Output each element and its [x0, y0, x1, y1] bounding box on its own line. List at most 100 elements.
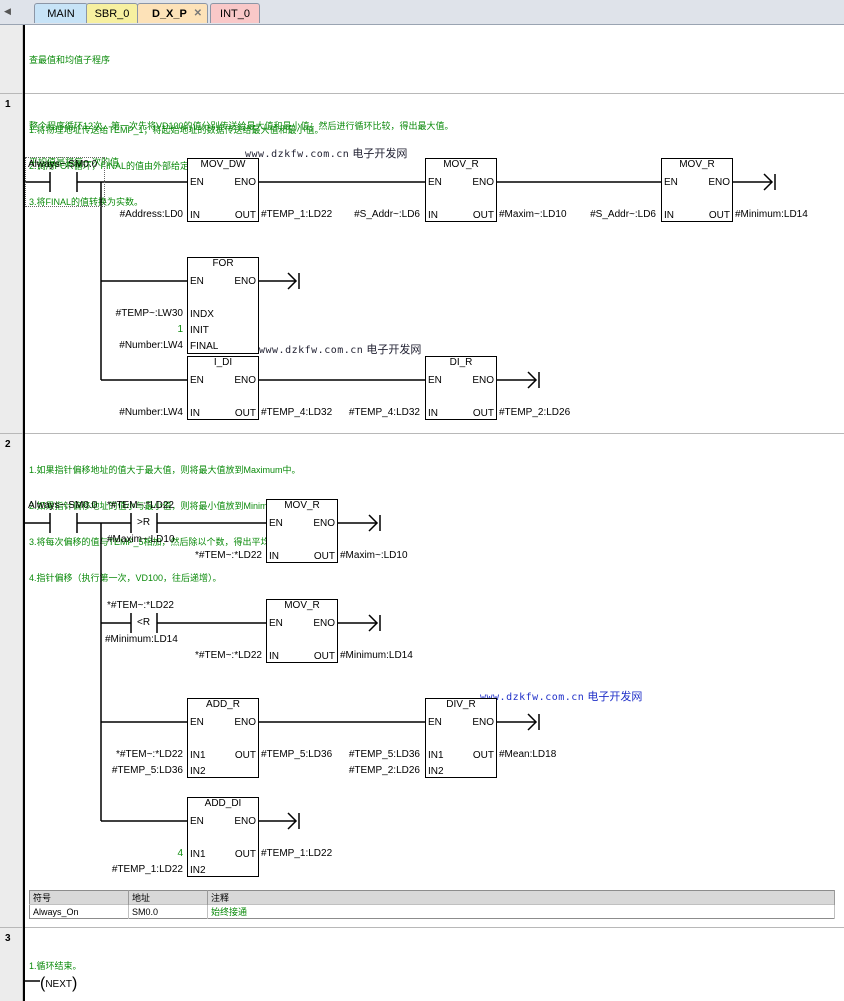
operand-in[interactable]: #S_Addr~:LD6	[354, 209, 420, 220]
operand-out[interactable]: #TEMP_2:LD26	[499, 407, 571, 418]
block-title: MOV_R	[679, 159, 715, 170]
pin-en: EN	[190, 816, 204, 827]
compare-operand-1[interactable]: *#TEM~:*LD22	[107, 500, 174, 511]
operand-out[interactable]: #TEMP_4:LD32	[261, 407, 333, 418]
block-title: MOV_R	[443, 159, 479, 170]
operand-in1[interactable]: *#TEM~:*LD22	[116, 749, 183, 760]
pin-out: OUT	[472, 210, 494, 221]
operand-indx[interactable]: #TEMP~:LW30	[115, 308, 183, 319]
operand-out[interactable]: #Maxim~:LD10	[499, 209, 567, 220]
tab-bar: ◀ MAIN SBR_0 D_X_P✕ INT_0	[0, 0, 844, 25]
program-comment: 查最值和均值子程序 整个程序循环12次，第一次先将VD100的值分别传送给最大值…	[29, 30, 454, 192]
pin-en: EN	[190, 177, 204, 188]
operand-in1[interactable]: 4	[177, 848, 183, 859]
mov-r-block[interactable]: MOV_R EN ENO IN OUT	[266, 499, 338, 563]
block-title: MOV_R	[284, 600, 320, 611]
comment-line: 1.循环结束。	[29, 961, 82, 971]
div-r-block[interactable]: DIV_R EN ENO IN1 OUT IN2	[425, 698, 497, 778]
operand-in2[interactable]: #TEMP_5:LD36	[111, 765, 183, 776]
operand-out[interactable]: #TEMP_5:LD36	[261, 749, 333, 760]
pin-en: EN	[428, 717, 442, 728]
pin-final: FINAL	[190, 341, 219, 352]
operand-in[interactable]: #S_Addr~:LD6	[590, 209, 656, 220]
symbol-table: 符号 地址 注释 Always_On SM0.0 始终接通	[29, 890, 835, 919]
column-header: 注释	[207, 890, 835, 905]
compare-gt[interactable]: >R	[137, 517, 151, 528]
tab-dxp[interactable]: D_X_P✕	[137, 3, 208, 23]
network-number: 3	[5, 933, 11, 944]
ladder-editor: 查最值和均值子程序 整个程序循环12次，第一次先将VD100的值分别传送给最大值…	[0, 25, 844, 1001]
comment-line: 查最值和均值子程序	[29, 55, 111, 65]
operand-in[interactable]: #TEMP_4:LD32	[348, 407, 420, 418]
pin-in: IN	[190, 408, 200, 419]
pin-en: EN	[428, 375, 442, 386]
comment-line: 4.指针偏移（执行第一次，VD100，往后递增）。	[29, 573, 222, 583]
add-r-block[interactable]: ADD_R EN ENO IN1 OUT IN2	[187, 698, 259, 778]
operand-in[interactable]: #Address:LD0	[119, 209, 183, 220]
pin-out: OUT	[234, 408, 256, 419]
add-di-block[interactable]: ADD_DI EN ENO IN1 OUT IN2	[187, 797, 259, 877]
operand-out[interactable]: #Maxim~:LD10	[340, 550, 408, 561]
pin-in1: IN1	[190, 849, 206, 860]
operand-in1[interactable]: #TEMP_5:LD36	[348, 749, 420, 760]
operand-out[interactable]: #Minimum:LD14	[340, 650, 413, 661]
column-header: 符号	[29, 890, 129, 905]
operand-in2[interactable]: #TEMP_2:LD26	[348, 765, 420, 776]
mov-dw-block[interactable]: MOV_DW EN ENO IN OUT	[187, 158, 259, 222]
compare-lt[interactable]: <R	[137, 617, 151, 628]
network-3-comment: 1.循环结束。	[29, 936, 82, 996]
operand-in[interactable]: #Number:LW4	[119, 407, 183, 418]
close-icon[interactable]: ✕	[193, 8, 202, 19]
operand-out[interactable]: #Mean:LD18	[499, 749, 557, 760]
selection-box	[25, 157, 105, 207]
compare-operand-2[interactable]: #Maxim~:LD10	[107, 534, 175, 545]
pin-out: OUT	[234, 750, 256, 761]
operand-in2[interactable]: #TEMP_1:LD22	[111, 864, 183, 875]
compare-operand-2[interactable]: #Minimum:LD14	[105, 634, 178, 645]
operand-init[interactable]: 1	[177, 324, 183, 335]
watermark-text: 电子开发网	[366, 344, 422, 356]
di-r-block[interactable]: DI_R EN ENO IN OUT	[425, 356, 497, 420]
comment-line: 3.将每次偏移的值与TEMP_5相加，然后除以个数，得出平均值。	[29, 537, 288, 547]
pin-in: IN	[664, 210, 674, 221]
next-coil[interactable]: (NEXT)	[40, 974, 77, 992]
pin-out: OUT	[472, 408, 494, 419]
ladder-wires	[24, 172, 776, 982]
i-di-block[interactable]: I_DI EN ENO IN OUT	[187, 356, 259, 420]
for-block[interactable]: FOR EN ENO INDX INIT FINAL	[187, 257, 259, 354]
pin-en: EN	[428, 177, 442, 188]
network-number: 1	[5, 99, 11, 110]
comment-line: 3.将FINAL的值转换为实数。	[29, 197, 144, 207]
block-title: ADD_DI	[204, 798, 242, 809]
contact-always-on[interactable]	[50, 172, 78, 192]
operand-final[interactable]: #Number:LW4	[119, 340, 183, 351]
operand-out[interactable]: #Minimum:LD14	[735, 209, 808, 220]
pin-eno: ENO	[234, 177, 256, 188]
watermark: www.dzkfw.com.cn 电子开发网	[245, 145, 407, 161]
network-2-comment: 1.如果指针偏移地址的值大于最大值，则将最大值放到Maximum中。 2.如果指…	[29, 440, 301, 608]
compare-operand-1[interactable]: *#TEM~:*LD22	[107, 600, 174, 611]
tab-label: MAIN	[47, 8, 75, 20]
network-separator	[0, 93, 844, 94]
network-1-comment: 1.将物理地址传送给TEMP_1；将起始地址的数据传送给最大值和最小值。 2.调…	[29, 100, 324, 232]
comment-line: 平均值是将每一次的值	[29, 157, 120, 167]
tab-main[interactable]: MAIN	[34, 3, 88, 23]
network-gutter	[0, 25, 23, 1001]
table-row[interactable]: Always_On SM0.0 始终接通	[29, 904, 835, 919]
operand-out[interactable]: #TEMP_1:LD22	[261, 209, 333, 220]
operand-in[interactable]: *#TEM~:*LD22	[195, 650, 262, 661]
pin-out: OUT	[472, 750, 494, 761]
coil-label: NEXT	[45, 979, 72, 990]
mov-r-block[interactable]: MOV_R EN ENO IN OUT	[425, 158, 497, 222]
mov-r-block[interactable]: MOV_R EN ENO IN OUT	[266, 599, 338, 663]
tab-sbr0[interactable]: SBR_0	[86, 3, 138, 23]
contact-always-on[interactable]	[50, 513, 78, 533]
operand-out[interactable]: #TEMP_1:LD22	[261, 848, 333, 859]
pin-en: EN	[269, 518, 283, 529]
operand-in[interactable]: *#TEM~:*LD22	[195, 550, 262, 561]
mov-r-block[interactable]: MOV_R EN ENO IN OUT	[661, 158, 733, 222]
scroll-left-icon[interactable]: ◀	[4, 6, 11, 16]
tab-int0[interactable]: INT_0	[210, 3, 260, 23]
watermark: www.dzkfw.com.cn 电子开发网	[480, 688, 642, 704]
block-title: DIV_R	[446, 699, 476, 710]
